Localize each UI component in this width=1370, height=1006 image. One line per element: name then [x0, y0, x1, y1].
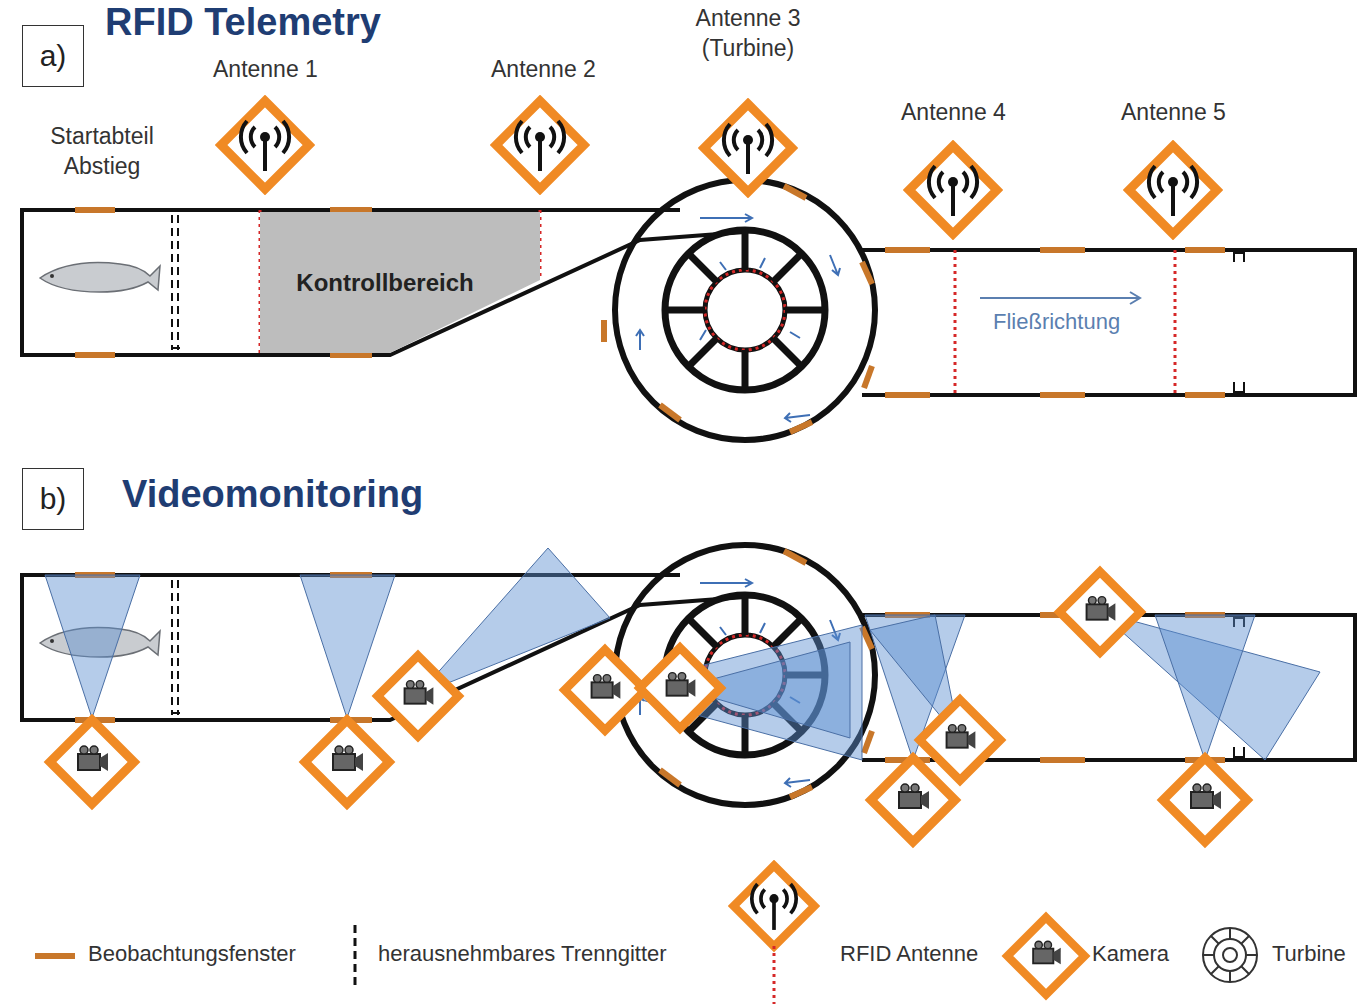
- flow-direction-label: Fließrichtung: [993, 308, 1120, 337]
- control-area: Kontrollbereich: [260, 212, 540, 353]
- antenna-label: Antenne 1: [213, 55, 318, 85]
- panel-title: Videomonitoring: [122, 472, 423, 518]
- panel-letter-box: b): [22, 468, 84, 530]
- control-area-fill: [260, 212, 540, 353]
- legend-text: RFID Antenne: [840, 940, 978, 969]
- legend-text: Beobachtungsfenster: [88, 940, 296, 969]
- panel-letter: b): [40, 482, 67, 516]
- antenna-label: Antenne 2: [491, 55, 596, 85]
- legend-text: Kamera: [1092, 940, 1169, 969]
- antenna-label: Antenne 4: [901, 98, 1006, 128]
- panel-letter: a): [40, 39, 67, 73]
- panel-letter-box: a): [22, 25, 84, 87]
- compartment-label: Startabteil Abstieg: [22, 122, 182, 182]
- legend-text: Turbine: [1272, 940, 1346, 969]
- area-label: Kontrollbereich: [296, 269, 473, 297]
- antenna-label: Antenne 3 (Turbine): [673, 4, 823, 64]
- antenna-label: Antenne 5: [1121, 98, 1226, 128]
- panel-title: RFID Telemetry: [105, 0, 381, 46]
- legend-text: herausnehmbares Trenngitter: [378, 940, 667, 969]
